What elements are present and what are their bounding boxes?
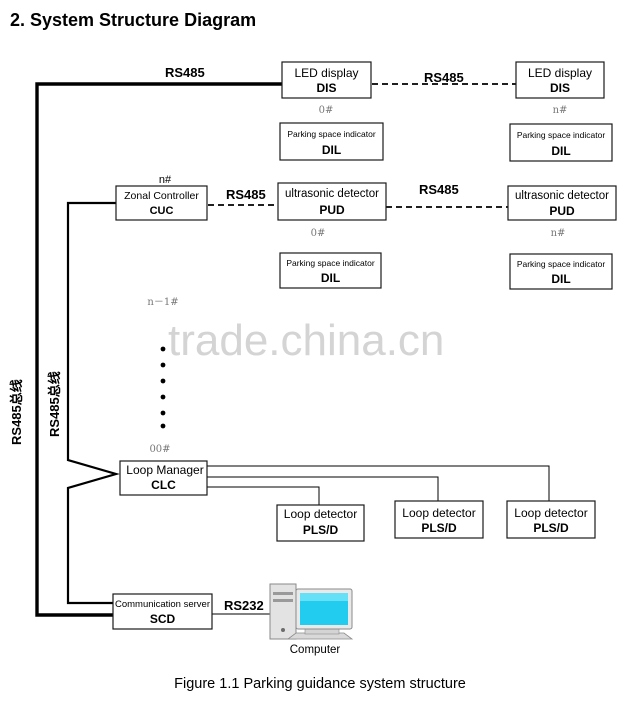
svg-text:Loop detector: Loop detector bbox=[284, 507, 357, 521]
parking-space-indicator-dil-3: Parking space indicator DIL bbox=[279, 252, 382, 289]
clc-link-3 bbox=[207, 465, 550, 501]
svg-text:Zonal Controller: Zonal Controller bbox=[124, 190, 199, 202]
svg-text:DIL: DIL bbox=[322, 143, 341, 157]
parking-space-indicator-dil-2: Parking space indicator DIL bbox=[509, 123, 613, 162]
parking-space-indicator-dil-4: Parking space indicator DIL bbox=[509, 253, 613, 290]
dis-1-number: 0# bbox=[319, 105, 334, 116]
svg-text:LED display: LED display bbox=[294, 66, 358, 80]
loop-detector-pls-3: Loop detector PLS/D bbox=[506, 500, 596, 539]
svg-text:DIL: DIL bbox=[551, 144, 570, 158]
clc-link-2 bbox=[207, 476, 439, 501]
loop-manager-clc: Loop Manager CLC bbox=[119, 460, 208, 496]
watermark: trade.china.cn bbox=[168, 316, 444, 365]
zero-zero-number: 00# bbox=[149, 444, 170, 455]
ultrasonic-detector-pud-1: ultrasonic detector PUD bbox=[277, 182, 387, 221]
svg-text:PLS/D: PLS/D bbox=[303, 523, 339, 537]
n-minus-1-number: n－1# bbox=[147, 297, 178, 308]
svg-text:ultrasonic detector: ultrasonic detector bbox=[285, 188, 379, 200]
svg-text:Loop Manager: Loop Manager bbox=[126, 463, 203, 477]
parking-space-indicator-dil-1: Parking space indicator DIL bbox=[279, 122, 384, 161]
cuc-number: n# bbox=[159, 174, 172, 186]
figure-caption: Figure 1.1 Parking guidance system struc… bbox=[174, 676, 466, 692]
svg-text:SCD: SCD bbox=[150, 612, 176, 626]
pud-1-number: 0# bbox=[311, 228, 326, 239]
label-rs485-vertical-inner: RS485总线 bbox=[47, 371, 62, 437]
inner-rs485-bus bbox=[66, 201, 120, 605]
svg-text:Parking space indicator: Parking space indicator bbox=[287, 129, 376, 139]
svg-text:Parking space indicator: Parking space indicator bbox=[517, 130, 606, 140]
svg-text:ultrasonic detector: ultrasonic detector bbox=[515, 190, 609, 202]
svg-text:Communication server: Communication server bbox=[115, 599, 210, 610]
page-heading: 2. System Structure Diagram bbox=[10, 10, 257, 30]
label-rs232: RS232 bbox=[224, 598, 264, 613]
pud-2-number: n# bbox=[551, 228, 566, 239]
svg-text:DIS: DIS bbox=[316, 81, 336, 95]
svg-text:Parking space indicator: Parking space indicator bbox=[517, 259, 606, 269]
svg-text:DIS: DIS bbox=[550, 81, 570, 95]
dis-2-number: n# bbox=[553, 105, 568, 116]
svg-text:PLS/D: PLS/D bbox=[533, 521, 569, 535]
svg-text:PUD: PUD bbox=[319, 203, 345, 217]
label-rs485-vertical-outer: RS485总线 bbox=[9, 379, 24, 445]
label-rs485-dis: RS485 bbox=[424, 70, 464, 85]
svg-text:Parking space indicator: Parking space indicator bbox=[286, 258, 375, 268]
led-display-dis-1: LED display DIS bbox=[281, 61, 372, 99]
loop-detector-pls-2: Loop detector PLS/D bbox=[394, 500, 484, 539]
svg-text:PUD: PUD bbox=[549, 204, 575, 218]
zonal-controller-cuc: Zonal Controller CUC bbox=[115, 185, 208, 221]
communication-server-scd: Communication server SCD bbox=[112, 593, 213, 630]
svg-text:DIL: DIL bbox=[321, 271, 340, 285]
computer-icon bbox=[269, 583, 354, 640]
device-chain-dots bbox=[160, 346, 166, 429]
label-rs485-pud: RS485 bbox=[419, 182, 459, 197]
svg-text:Loop detector: Loop detector bbox=[402, 506, 475, 520]
svg-text:LED display: LED display bbox=[528, 66, 592, 80]
computer-label: Computer bbox=[290, 644, 341, 656]
clc-link-1 bbox=[207, 486, 320, 505]
led-display-dis-2: LED display DIS bbox=[515, 61, 605, 99]
outer-rs485-bus bbox=[35, 82, 282, 617]
svg-text:CLC: CLC bbox=[151, 478, 176, 492]
svg-text:Loop detector: Loop detector bbox=[514, 506, 587, 520]
ultrasonic-detector-pud-2: ultrasonic detector PUD bbox=[507, 185, 617, 221]
label-rs485-cuc: RS485 bbox=[226, 187, 266, 202]
svg-text:PLS/D: PLS/D bbox=[421, 521, 457, 535]
label-rs485-top: RS485 bbox=[165, 65, 205, 80]
svg-text:CUC: CUC bbox=[150, 205, 174, 217]
loop-detector-pls-1: Loop detector PLS/D bbox=[276, 504, 365, 542]
svg-text:DIL: DIL bbox=[551, 272, 570, 286]
